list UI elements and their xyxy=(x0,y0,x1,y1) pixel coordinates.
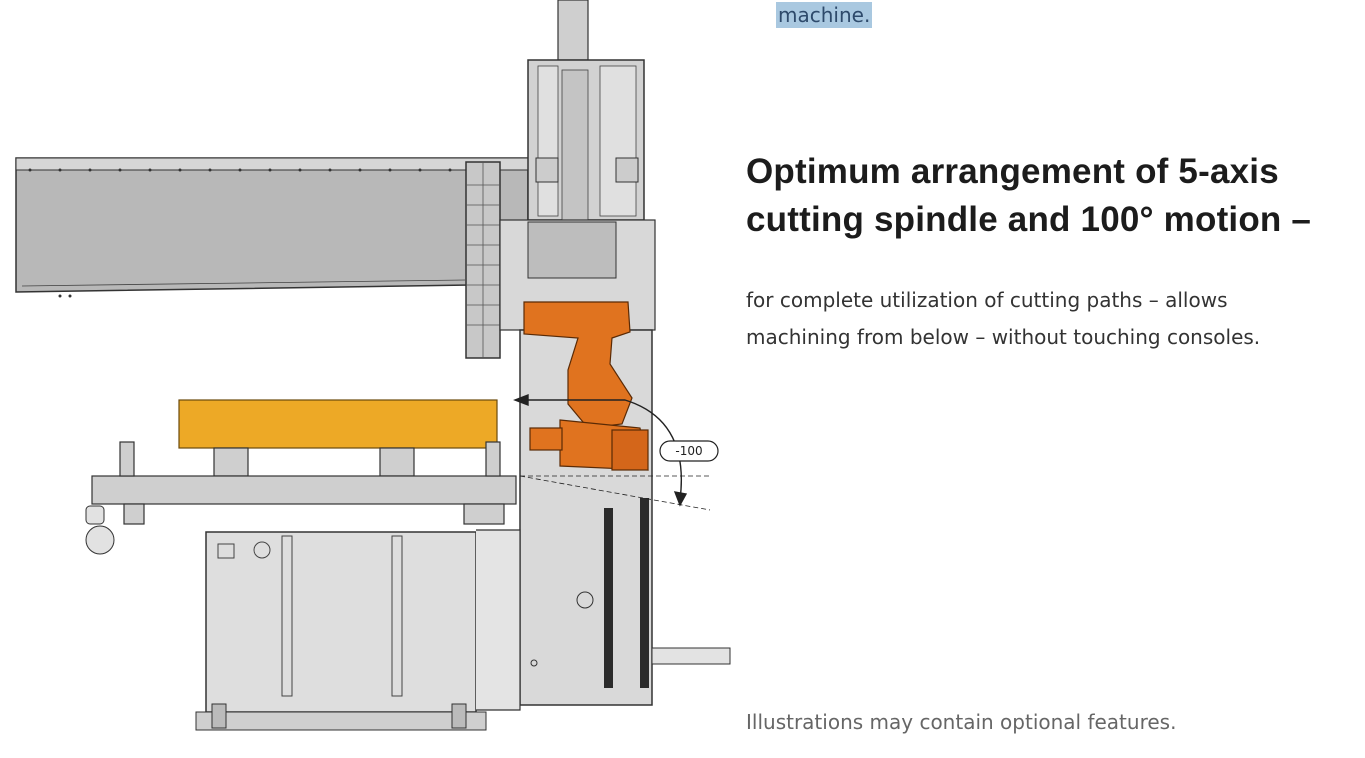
body-line-1: for complete utilization of cutting path… xyxy=(746,288,1228,312)
heading-line-1: Optimum arrangement of 5-axis xyxy=(746,152,1279,191)
z-axis-carriage xyxy=(527,0,645,221)
illustration-footnote: Illustrations may contain optional featu… xyxy=(746,710,1177,734)
gantry-beam xyxy=(15,157,529,298)
section-heading: Optimum arrangement of 5-axis cutting sp… xyxy=(746,148,1356,244)
body-line-2: machining from below – without touching … xyxy=(746,325,1261,349)
previous-text-selection: machine. xyxy=(776,2,873,28)
machine-base xyxy=(195,529,521,731)
angle-label: -100 xyxy=(675,444,702,458)
workpiece xyxy=(178,399,498,449)
vacuum-pods xyxy=(85,505,115,555)
consoles xyxy=(91,441,517,525)
five-axis-spindle xyxy=(523,301,649,471)
heading-line-2: cutting spindle and 100° motion – xyxy=(746,200,1312,239)
motion-arc xyxy=(513,393,711,511)
section-body-text: for complete utilization of cutting path… xyxy=(746,282,1326,356)
angle-badge: -100 xyxy=(659,440,719,462)
machine-technical-drawing: -100 xyxy=(15,0,731,731)
